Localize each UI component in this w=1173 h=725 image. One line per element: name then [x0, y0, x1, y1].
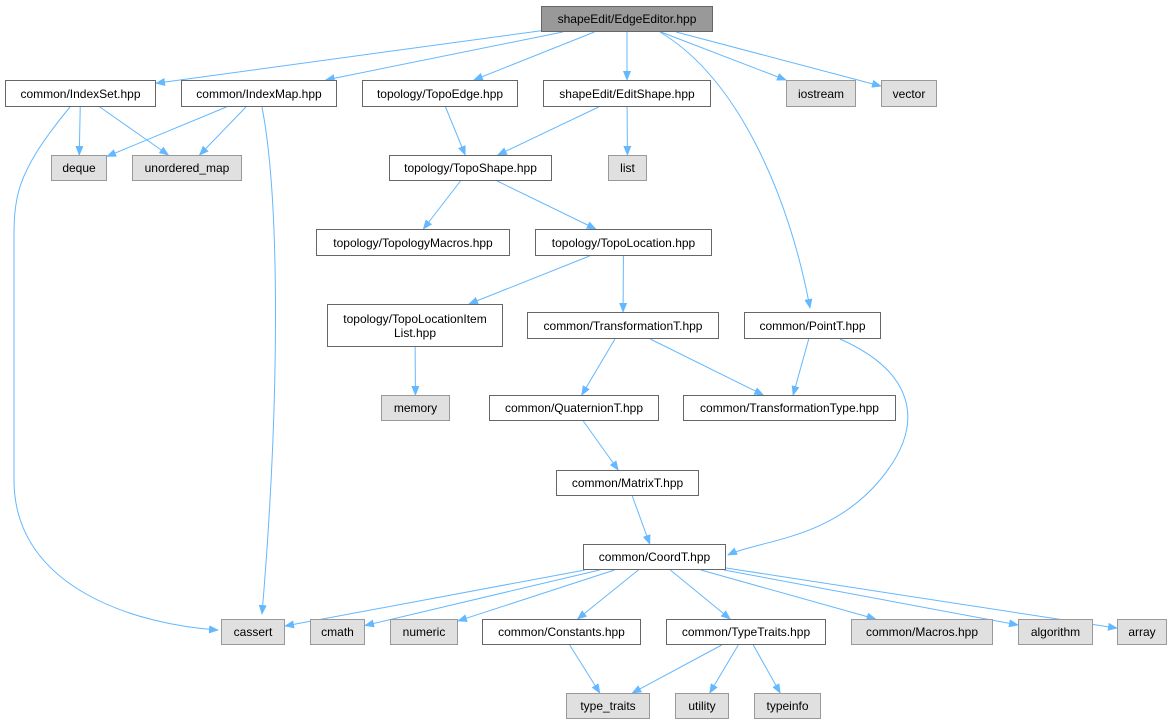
edge-typetraits-to-utility: [709, 644, 739, 694]
edge-coordt-to-numeric: [457, 569, 615, 622]
edge-indexset-to-deque: [75, 106, 84, 156]
node-numeric[interactable]: numeric: [390, 619, 458, 645]
node-algorithm[interactable]: algorithm: [1018, 619, 1093, 645]
edge-edgeeditor-to-indexset: [155, 30, 542, 86]
node-transformationtype[interactable]: common/TransformationType.hpp: [683, 395, 896, 421]
node-quaterniont[interactable]: common/QuaternionT.hpp: [489, 395, 659, 421]
node-array[interactable]: array: [1117, 619, 1167, 645]
node-typetraits[interactable]: common/TypeTraits.hpp: [666, 619, 826, 645]
node-vector[interactable]: vector: [881, 80, 937, 107]
edge-indexset-to-unordered_map: [99, 106, 170, 156]
node-matrixt[interactable]: common/MatrixT.hpp: [556, 470, 699, 496]
node-toposhape[interactable]: topology/TopoShape.hpp: [389, 155, 552, 181]
node-iostream[interactable]: iostream: [786, 80, 856, 107]
node-unordered-map[interactable]: unordered_map: [132, 155, 242, 181]
edge-pointt-to-transformationtype: [791, 338, 810, 396]
node-cassert[interactable]: cassert: [221, 619, 285, 645]
node-topolocation[interactable]: topology/TopoLocation.hpp: [535, 229, 712, 256]
node-list[interactable]: list: [608, 155, 647, 181]
edge-edgeeditor-to-iostream: [660, 31, 787, 81]
edge-coordt-to-algorithm: [723, 569, 1019, 628]
edge-coordt-to-array: [725, 567, 1118, 631]
edge-typetraits-to-type_traits: [631, 644, 722, 694]
node-constants[interactable]: common/Constants.hpp: [482, 619, 641, 645]
edge-topolocation-to-topolocationitemlist: [468, 255, 590, 305]
node-transformationt[interactable]: common/TransformationT.hpp: [527, 312, 719, 339]
node-indexmap[interactable]: common/IndexMap.hpp: [181, 80, 337, 107]
node-topoedge[interactable]: topology/TopoEdge.hpp: [362, 80, 518, 107]
node-macros[interactable]: common/Macros.hpp: [851, 619, 993, 645]
edge-edgeeditor-to-indexmap: [324, 31, 563, 83]
edge-topoedge-to-toposhape: [445, 106, 466, 156]
node-memory[interactable]: memory: [381, 395, 450, 421]
edge-constants-to-type_traits: [569, 644, 601, 694]
edge-edgeeditor-to-vector: [676, 31, 882, 88]
node-topologymacros[interactable]: topology/TopologyMacros.hpp: [316, 229, 510, 256]
edge-edgeeditor-to-pointt: [659, 31, 813, 309]
edge-toposhape-to-topologymacros: [422, 180, 461, 230]
node-type-traits[interactable]: type_traits: [566, 693, 650, 719]
edge-coordt-to-macros: [700, 569, 877, 621]
node-cmath[interactable]: cmath: [310, 619, 365, 645]
edge-transformationt-to-quaterniont: [581, 338, 616, 396]
node-editshape[interactable]: shapeEdit/EditShape.hpp: [543, 80, 711, 107]
edge-pointt-to-coordt: [727, 338, 909, 556]
edge-indexmap-to-deque: [106, 106, 227, 157]
edge-coordt-to-constants: [576, 569, 639, 620]
edge-coordt-to-cmath: [364, 569, 600, 628]
node-utility[interactable]: utility: [675, 693, 729, 719]
edge-coordt-to-typetraits: [670, 569, 731, 620]
edge-indexmap-to-cassert: [258, 106, 276, 615]
edge-coordt-to-cassert: [284, 569, 585, 629]
node-edgeeditor[interactable]: shapeEdit/EdgeEditor.hpp: [541, 6, 713, 32]
node-deque[interactable]: deque: [51, 155, 107, 181]
node-coordt[interactable]: common/CoordT.hpp: [583, 544, 726, 570]
edge-toposhape-to-topolocation: [496, 180, 597, 230]
edge-typetraits-to-typeinfo: [752, 644, 781, 694]
edge-transformationt-to-transformationtype: [650, 338, 765, 396]
node-typeinfo[interactable]: typeinfo: [754, 693, 821, 719]
node-topolocationitemlist[interactable]: topology/TopoLocationItem List.hpp: [327, 304, 503, 347]
node-indexset[interactable]: common/IndexSet.hpp: [5, 80, 156, 107]
edge-indexmap-to-unordered_map: [198, 106, 247, 156]
edge-edgeeditor-to-topoedge: [472, 31, 595, 81]
edge-editshape-to-toposhape: [496, 106, 599, 156]
edge-indexset-to-cassert: [13, 106, 219, 634]
edge-matrixt-to-coordt: [631, 495, 651, 545]
edge-quaterniont-to-matrixt: [582, 420, 619, 471]
node-pointt[interactable]: common/PointT.hpp: [744, 312, 881, 339]
